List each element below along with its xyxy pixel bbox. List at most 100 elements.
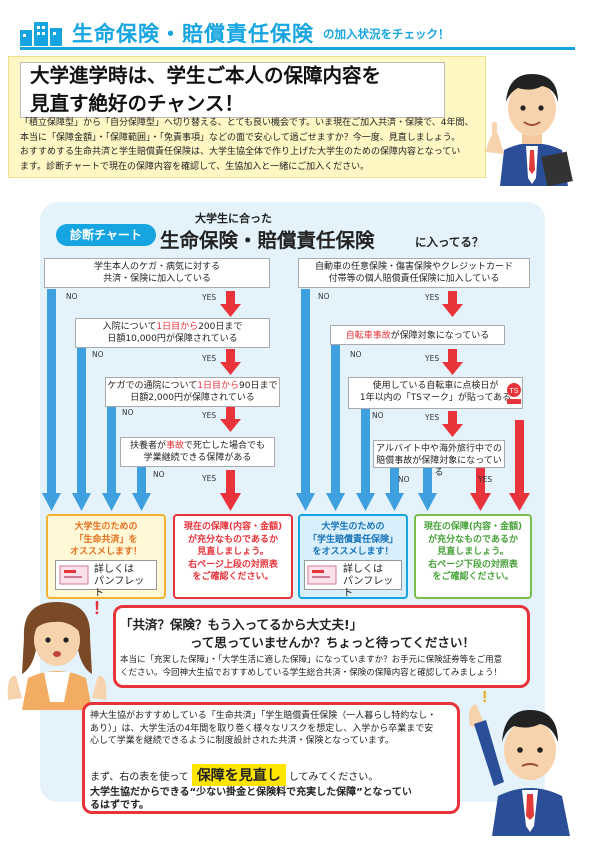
- result-text: をオススメします！: [312, 547, 394, 557]
- intro-line: 本当に「保障金額」・「保障範囲」・「免責事項」などの面で安心して過ごせますか？今…: [20, 132, 461, 143]
- hero-heading: 大学進学時は、学生ご本人の保障内容を 見直す絶好のチャンス！: [30, 62, 450, 118]
- right-question-4: アルバイト中や海外旅行中での 賠償事故が保障対象になっている: [373, 440, 505, 478]
- pamphlet-icon: [59, 565, 89, 585]
- page-subtitle: の加入状況をチェック！: [323, 27, 450, 41]
- speech-body: 本当に「充実した保障」・「大学生活に適した保障」になっていますか？お手元に保険証…: [120, 654, 522, 680]
- pamphlet-text: パンフレット: [343, 576, 394, 599]
- pamphlet-text: パンフレット: [94, 576, 145, 599]
- pamphlet-text: 詳しくは: [94, 564, 134, 575]
- result-review-liability: 現在の保障(内容・金額) が充分なものであるか 見直しましょう。 右ページ下段の…: [414, 514, 532, 599]
- no-label: NO: [92, 350, 104, 359]
- question-text: 入院について: [102, 322, 157, 332]
- result-text: 現在の保障(内容・金額): [183, 522, 283, 532]
- no-label: NO: [66, 292, 78, 301]
- yes-label: YES: [425, 293, 440, 302]
- question-text: 共済・保険に加入している: [103, 274, 211, 284]
- question-text: ケガでの通院について: [107, 381, 198, 391]
- speech-body-line: ください。今回神大生協でおすすめしている学生総合共済・保険の保障内容と確認してみ…: [120, 668, 502, 678]
- header-divider: [20, 47, 575, 50]
- no-label: NO: [122, 408, 134, 417]
- page-title: 生命保険・賠償責任保険: [72, 22, 314, 46]
- building-icon: [20, 22, 62, 46]
- result-text: 右ページ上段の対照表: [188, 559, 278, 570]
- speech-closing: 大学生協だからできる“少ない掛金と保険料で充実した保障”となってい るはずです。: [90, 786, 452, 812]
- left-question-4: 扶養者が事故で死亡した場合でも 学業継続できる保障がある: [120, 437, 275, 467]
- question-text: 学業継続できる保障がある: [143, 453, 252, 463]
- question-text: 日額2,000円が保障されている: [130, 393, 255, 403]
- yes-label: YES: [425, 354, 440, 363]
- no-label: NO: [318, 292, 330, 301]
- speech-answer-line: 心して学業を継続できるように制度設計された共済・保険となっています。: [90, 736, 394, 746]
- diagnosis-chart-chip: 診断チャート: [56, 224, 156, 246]
- left-question-3: ケガでの通院について1日目から90日まで 日額2,000円が保障されている: [105, 377, 280, 407]
- question-text: 日額10,000円が保障されている: [107, 334, 238, 344]
- question-text: 90日まで: [239, 381, 278, 391]
- speech-bubble-question: [113, 605, 530, 688]
- speech-heading-1: 「共済？保険？もう入ってるから大丈夫!」: [120, 617, 363, 632]
- question-text: が保障対象になっている: [390, 331, 490, 341]
- question-text: 学生本人のケガ・病気に対する: [93, 262, 220, 272]
- businessman-illustration: [486, 74, 573, 186]
- question-text: 1年以内の「TSマーク」が貼ってある: [359, 393, 512, 403]
- question-text: アルバイト中や海外旅行中での: [376, 444, 502, 454]
- question-text: 200日まで: [198, 322, 243, 332]
- question-text: 賠償事故が保障対象になっている: [376, 456, 502, 478]
- right-question-2: 自転車事故が保障対象になっている: [330, 325, 505, 345]
- pamphlet-link[interactable]: 詳しくは パンフレット: [55, 560, 157, 599]
- man-pointing-illustration: !: [468, 689, 570, 836]
- speech-review-highlight: 保障を見直し: [191, 764, 286, 786]
- no-label: NO: [153, 470, 165, 479]
- hero-line-2: 見直す絶好のチャンス！: [30, 92, 244, 115]
- speech-heading-2: って思っていませんか？ちょっと待ってください！: [190, 635, 475, 650]
- question-highlight: 事故: [165, 441, 184, 451]
- result-text: が充分なものであるか: [428, 534, 518, 545]
- speech-closing-line: 大学生協だからできる“少ない掛金と保険料で充実した保障”となってい: [90, 787, 412, 798]
- result-text: オススメします！: [69, 547, 142, 557]
- svg-text:!: !: [482, 689, 487, 706]
- left-question-1: 学生本人のケガ・病気に対する 共済・保険に加入している: [44, 258, 270, 288]
- chart-title-small: 大学生に合った: [195, 212, 272, 225]
- yes-label: YES: [202, 411, 217, 420]
- ts-mark-icon: TS: [507, 383, 521, 404]
- intro-line: 「積立保障型」から「自分保障型」へ切り替える、とても良い機会です。いま現在ご加入…: [20, 118, 474, 128]
- result-text: をご確認ください。: [432, 572, 514, 582]
- result-text: 現在の保障(内容・金額): [423, 522, 523, 532]
- right-question-3: 使用している自転車に点検日が 1年以内の「TSマーク」が貼ってある: [348, 377, 523, 409]
- intro-text: 「積立保障型」から「自分保障型」へ切り替える、とても良い機会です。いま現在ご加入…: [20, 116, 480, 174]
- question-highlight: 1日目から: [156, 322, 199, 332]
- pamphlet-icon: [307, 565, 337, 585]
- yes-label: YES: [202, 354, 217, 363]
- question-highlight: 自転車事故: [345, 331, 391, 341]
- speech-bubble-answer: [82, 702, 460, 814]
- speech-answer-text: 神大生協がおすすめしている「生命共済」「学生賠償責任保険（一人暮らし特約なし・ …: [90, 710, 450, 748]
- speech-review-line: まず、右の表を使って保障を見直ししてみてください。: [90, 764, 378, 786]
- result-text: 見直しましょう。: [197, 547, 269, 557]
- yes-label: YES: [202, 293, 217, 302]
- hero-line-1: 大学進学時は、学生ご本人の保障内容を: [30, 64, 382, 87]
- chart-title-tail: に入ってる？: [415, 235, 484, 249]
- result-text: 見直しましょう。: [437, 547, 509, 557]
- result-text: 「学生賠償責任保険」: [307, 534, 398, 545]
- result-text: 「生命共済」を: [74, 534, 138, 545]
- result-text: 大学生のための: [74, 522, 138, 532]
- pamphlet-text: 詳しくは: [343, 564, 383, 575]
- question-text: 自動車の任意保険・傷害保険やクレジットカード: [314, 262, 513, 272]
- no-label: NO: [398, 475, 410, 484]
- speech-answer-line: 神大生協がおすすめしている「生命共済」「学生賠償責任保険（一人暮らし特約なし・: [90, 711, 437, 721]
- yes-label: YES: [202, 474, 217, 483]
- speech-closing-line: るはずです。: [90, 800, 149, 811]
- speech-review-text: まず、右の表を使って: [90, 772, 189, 783]
- yes-label: YES: [478, 475, 493, 484]
- no-label: NO: [350, 350, 362, 359]
- left-question-2: 入院について1日目から200日まで 日額10,000円が保障されている: [75, 318, 270, 348]
- hero-box: [20, 62, 445, 118]
- result-text: が充分なものであるか: [188, 534, 278, 545]
- speech-body-line: 本当に「充実した保障」・「大学生活に適した保障」になっていますか？お手元に保険証…: [120, 655, 503, 665]
- question-text: 付帯等の個人賠償責任保険に加入している: [328, 274, 500, 284]
- speech-answer-line: あり）」は、大学生活の4年間を取り巻く様々なリスクを想定し、入学から卒業まで安: [90, 723, 434, 734]
- chart-title: 生命保険・賠償責任保険: [160, 229, 375, 252]
- woman-illustration: !: [7, 598, 107, 710]
- right-question-1: 自動車の任意保険・傷害保険やクレジットカード 付帯等の個人賠償責任保険に加入して…: [298, 258, 530, 288]
- intro-line: おすすめする生命共済と学生賠償責任保険は、大学生協全体で作り上げた大学生のための…: [20, 147, 461, 157]
